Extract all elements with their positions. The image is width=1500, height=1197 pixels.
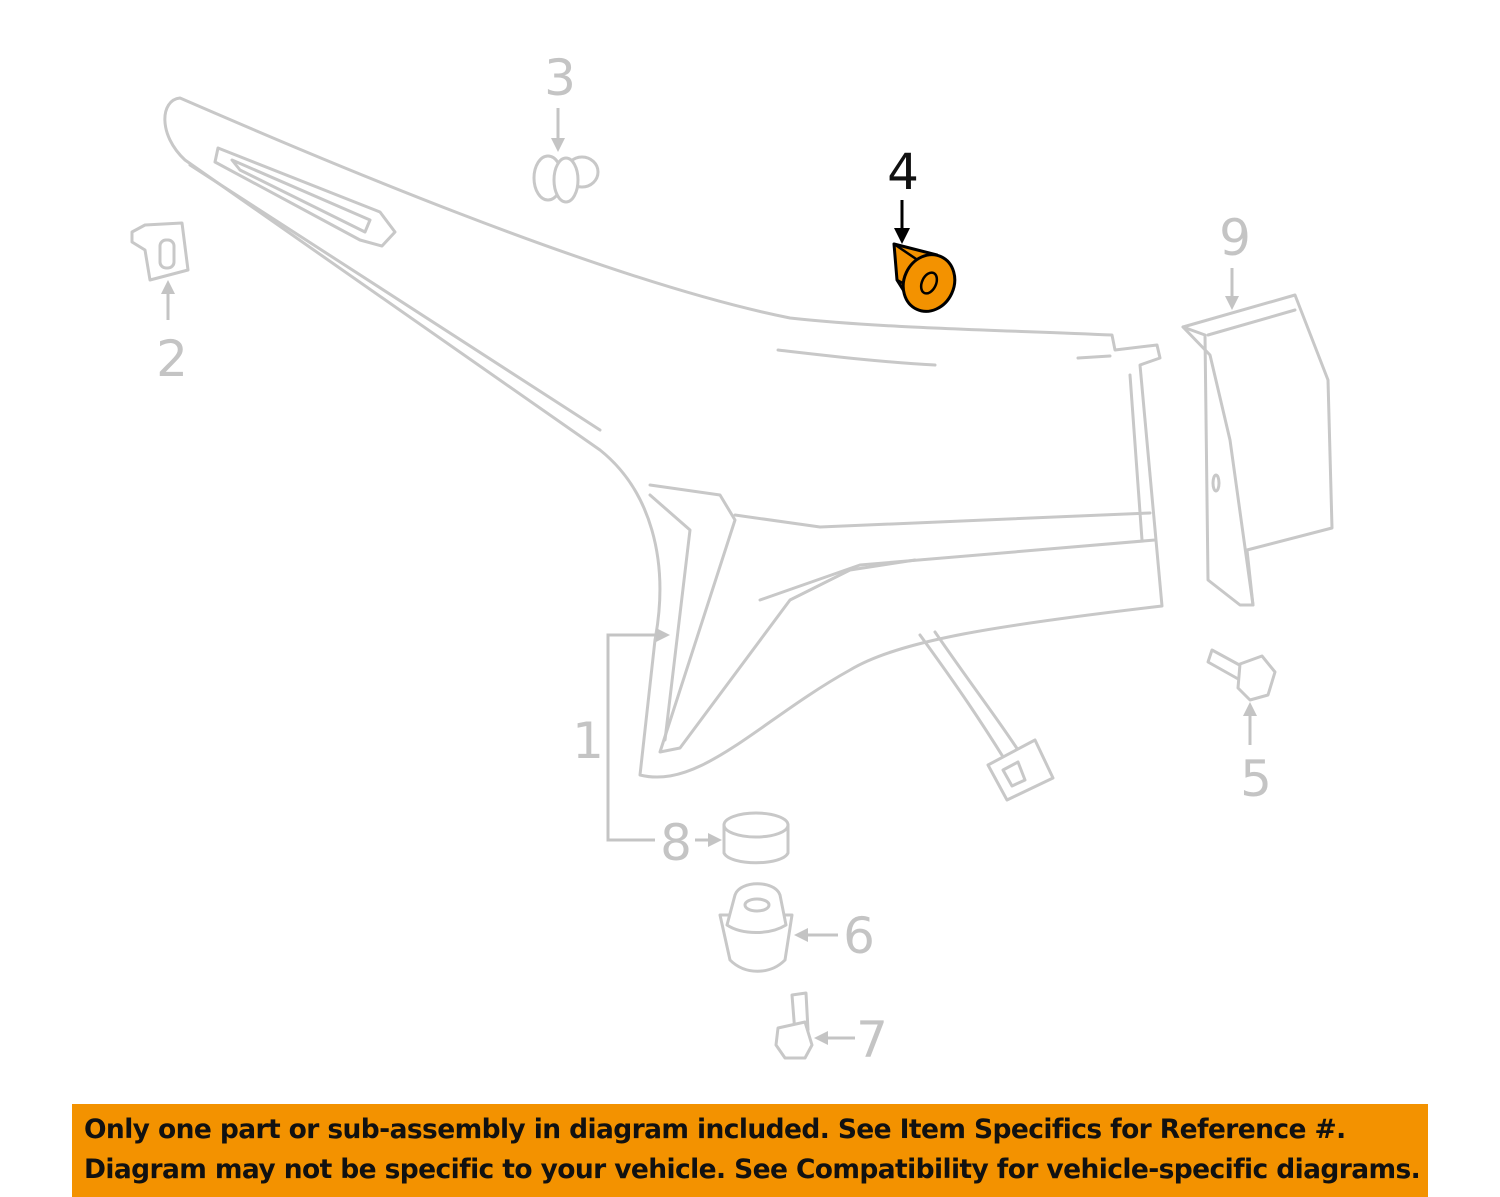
callout-9: 9 <box>1219 209 1251 267</box>
disclaimer-line-2: Diagram may not be specific to your vehi… <box>84 1154 1421 1185</box>
part-6-socket <box>718 882 794 973</box>
disclaimer-line-1: Only one part or sub-assembly in diagram… <box>84 1114 1346 1145</box>
callout-4: 4 <box>887 143 919 201</box>
callout-1: 1 <box>572 712 604 770</box>
part-4-grommet <box>892 242 957 313</box>
part-3-clip <box>532 154 600 204</box>
tail-lamp-assembly <box>163 96 1164 802</box>
disclaimer-banner: Only one part or sub-assembly in diagram… <box>72 1104 1428 1197</box>
part-2-clip <box>130 221 190 282</box>
callout-8: 8 <box>660 814 692 872</box>
callout-7: 7 <box>856 1011 888 1069</box>
callout-2: 2 <box>156 330 188 388</box>
callout-arrows <box>161 108 1257 1045</box>
part-8-cap <box>722 811 790 865</box>
callout-3: 3 <box>544 49 576 107</box>
parts-diagram: 1 2 3 4 5 6 7 8 9 <box>130 49 1334 1069</box>
callout-6: 6 <box>843 907 875 965</box>
part-9-panel <box>1181 293 1334 607</box>
callout-5: 5 <box>1240 750 1272 808</box>
part-5-bolt <box>1206 648 1277 702</box>
part-7-screw <box>774 991 814 1060</box>
